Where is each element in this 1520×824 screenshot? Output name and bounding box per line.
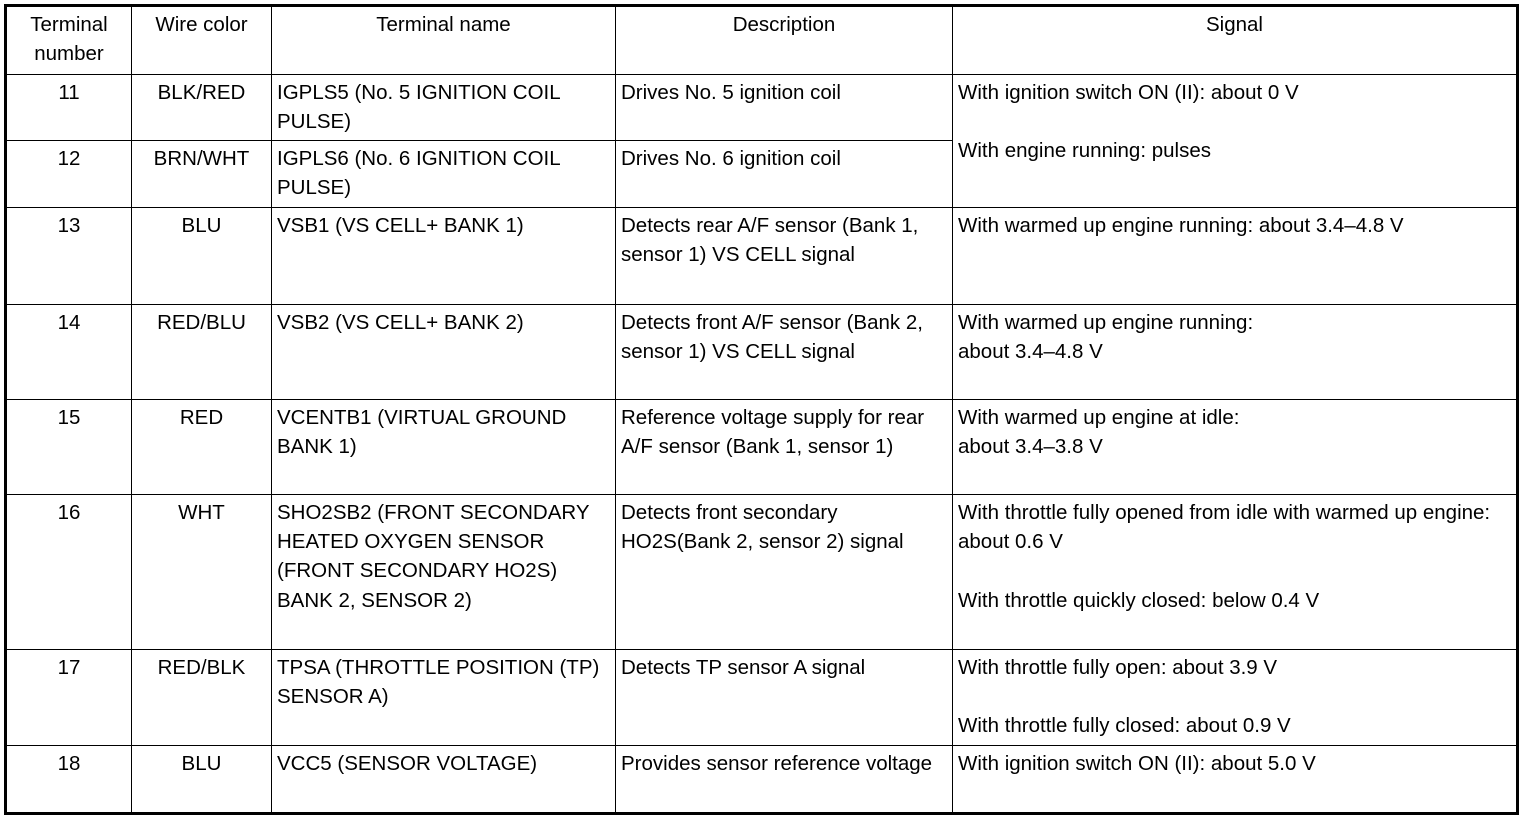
- cell-terminal-name: SHO2SB2 (FRONT SECONDARY HEATED OXYGEN S…: [271, 494, 616, 651]
- cell-terminal-name: VSB2 (VS CELL+ BANK 2): [271, 304, 616, 401]
- cell-signal: With warmed up engine running: about 3.4…: [952, 207, 1518, 306]
- cell-wire-color: RED/BLK: [131, 649, 272, 746]
- cell-terminal-number: 17: [5, 649, 132, 746]
- cell-wire-color: RED: [131, 399, 272, 496]
- cell-signal: With throttle fully open: about 3.9 V Wit…: [952, 649, 1518, 746]
- cell-signal: With warmed up engine running: about 3.4–…: [952, 304, 1518, 401]
- column-header-signal: Signal: [952, 5, 1518, 75]
- signal-line: With warmed up engine running:: [958, 311, 1254, 335]
- cell-signal: With ignition switch ON (II): about 5.0 …: [952, 744, 1518, 814]
- signal-line-gap: [958, 682, 1511, 711]
- cell-terminal-number: 13: [5, 207, 132, 306]
- document-page: Terminal number Wire color Terminal name…: [0, 4, 1520, 824]
- cell-wire-color: BLU: [131, 744, 272, 814]
- cell-terminal-name: TPSA (THROTTLE POSITION (TP) SENSOR A): [271, 649, 616, 746]
- column-header-terminal-name: Terminal name: [271, 5, 616, 75]
- cell-description: Detects front A/F sensor (Bank 2, sensor…: [615, 304, 953, 401]
- cell-signal: With warmed up engine at idle: about 3.4–…: [952, 399, 1518, 496]
- cell-wire-color: RED/BLU: [131, 304, 272, 401]
- cell-description: Detects TP sensor A signal: [615, 649, 953, 746]
- cell-wire-color: BLK/RED: [131, 73, 272, 142]
- cell-description: Detects front secondary HO2S(Bank 2, sen…: [615, 494, 953, 651]
- cell-terminal-number: 15: [5, 399, 132, 496]
- cell-description: Drives No. 6 ignition coil: [615, 140, 953, 209]
- signal-line: about 3.4–3.8 V: [958, 435, 1103, 459]
- cell-terminal-number: 11: [5, 73, 132, 142]
- signal-line: With warmed up engine running: about 3.4…: [958, 214, 1404, 238]
- signal-line: With ignition switch ON (II): about 5.0 …: [958, 751, 1316, 775]
- cell-description: Provides sensor reference voltage: [615, 744, 953, 814]
- signal-line: With warmed up engine at idle:: [958, 406, 1240, 430]
- signal-line: With ignition switch ON (II): about 0 V: [958, 81, 1299, 104]
- header-row: Terminal number Wire color Terminal name…: [5, 5, 1518, 75]
- cell-description: Detects rear A/F sensor (Bank 1, sensor …: [615, 207, 953, 306]
- signal-line: about 3.4–4.8 V: [958, 340, 1103, 364]
- column-header-terminal-number: Terminal number: [5, 5, 132, 75]
- table-header: Terminal number Wire color Terminal name…: [5, 5, 1518, 75]
- cell-terminal-number: 14: [5, 304, 132, 401]
- column-header-wire-color: Wire color: [131, 5, 272, 75]
- cell-terminal-number: 16: [5, 494, 132, 651]
- cell-terminal-name: VCC5 (SENSOR VOLTAGE): [271, 744, 616, 814]
- signal-line: With throttle fully open: about 3.9 V: [958, 656, 1278, 680]
- signal-line: With engine running: pulses: [958, 139, 1211, 163]
- cell-wire-color: WHT: [131, 494, 272, 651]
- cell-terminal-number: 12: [5, 140, 132, 209]
- signal-line-gap: [958, 556, 1511, 585]
- cell-terminal-name: IGPLS5 (No. 5 IGNITION COIL PULSE): [271, 73, 616, 142]
- signal-line: With throttle fully closed: about 0.9 V: [958, 714, 1291, 738]
- cell-terminal-name: VCENTB1 (VIRTUAL GROUND BANK 1): [271, 399, 616, 496]
- terminal-table: Terminal number Wire color Terminal name…: [4, 4, 1519, 815]
- cell-signal: With ignition switch ON (II): about 0 V W…: [952, 73, 1518, 209]
- cell-signal: With throttle fully opened from idle wit…: [952, 494, 1518, 651]
- cell-wire-color: BLU: [131, 207, 272, 306]
- cell-terminal-name: VSB1 (VS CELL+ BANK 1): [271, 207, 616, 306]
- cell-terminal-number: 18: [5, 744, 132, 814]
- cell-terminal-name: IGPLS6 (No. 6 IGNITION COIL PULSE): [271, 140, 616, 209]
- cell-description: Reference voltage supply for rear A/F se…: [615, 399, 953, 496]
- column-header-description: Description: [615, 5, 953, 75]
- signal-line: With throttle quickly closed: below 0.4 …: [958, 588, 1320, 612]
- signal-line: With throttle fully opened from idle wit…: [958, 501, 1491, 554]
- cell-wire-color: BRN/WHT: [131, 140, 272, 209]
- signal-line-gap: [958, 107, 1511, 136]
- cell-description: Drives No. 5 ignition coil: [615, 73, 953, 142]
